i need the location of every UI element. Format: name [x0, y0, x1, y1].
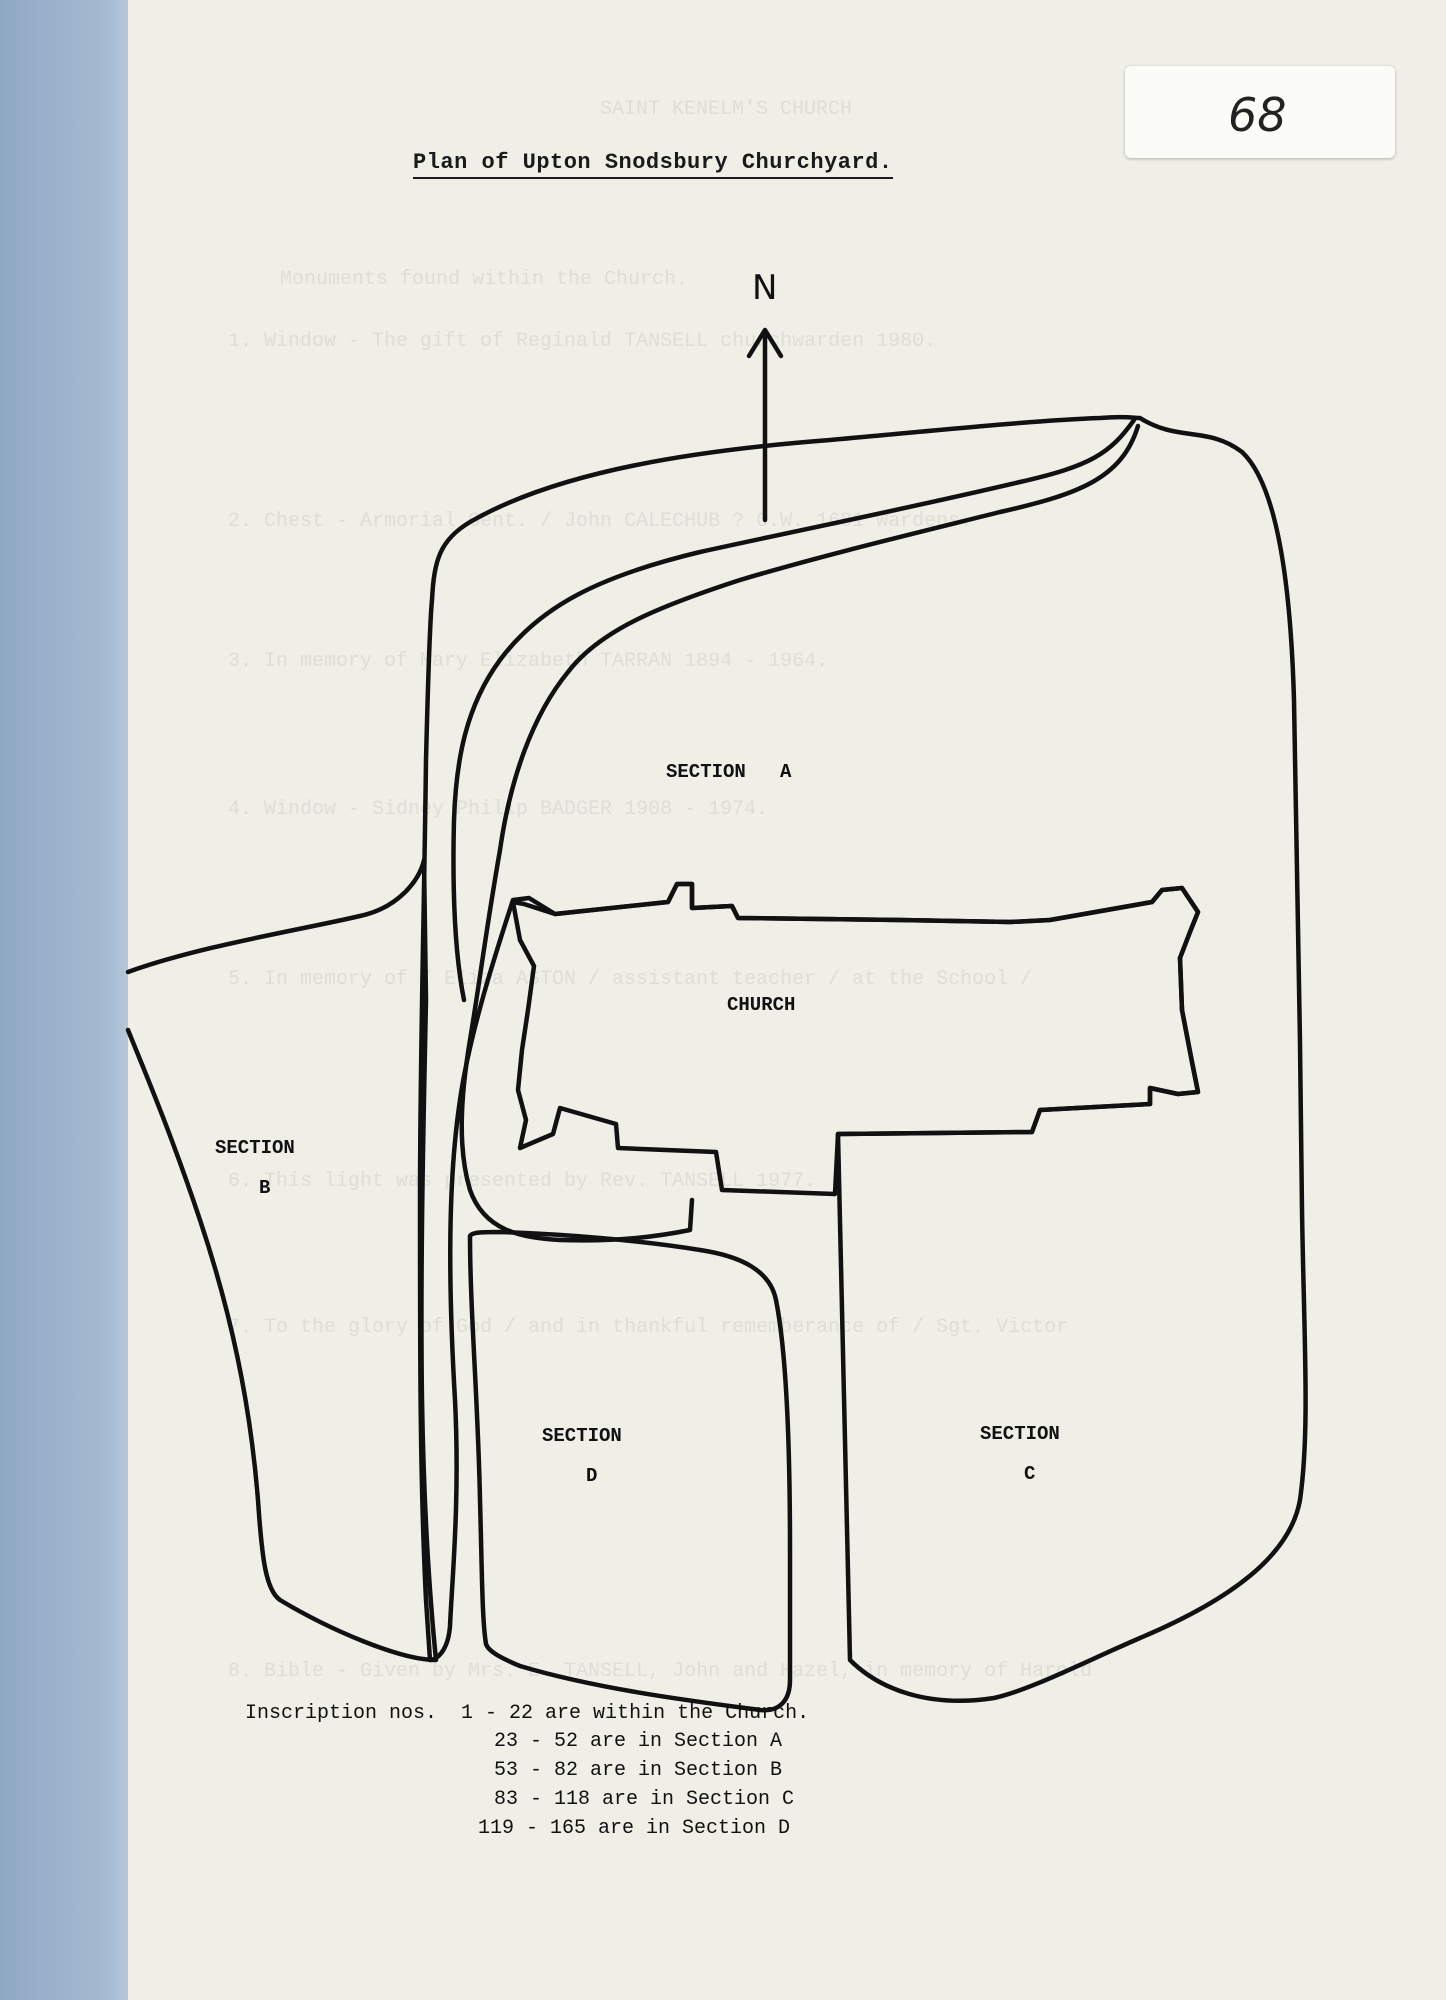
binding-strip	[0, 0, 128, 2000]
page-number: 68	[1228, 88, 1287, 142]
legend-line-5: 119 - 165 are in Section D	[478, 1817, 791, 1840]
section-c-label-line2: C	[1024, 1463, 1036, 1485]
legend-line-1: Inscription nos. 1 - 22 are within the C…	[245, 1702, 810, 1725]
north-arrow-icon	[746, 327, 784, 523]
page-title: Plan of Upton Snodsbury Churchyard.	[413, 150, 893, 179]
show-through-text: SAINT KENELM'S CHURCH	[600, 98, 853, 121]
show-through-text: 8. Bible - Given by Mrs. E. TANSELL, Joh…	[228, 1660, 1093, 1683]
section-d-boundary	[467, 1229, 793, 1713]
show-through-text: 5. In memory of / Eliza ASTON / assistan…	[228, 968, 1033, 991]
north-label: N	[752, 268, 778, 308]
show-through-text: 4. Window - Sidney Philip BADGER 1908 - …	[228, 798, 769, 821]
path-outer-edge	[451, 417, 1137, 1003]
show-through-text: 7. To the glory of God / and in thankful…	[228, 1316, 1069, 1339]
section-b-label: SECTION B	[215, 1128, 295, 1208]
show-through-text: 3. In memory of Mary Elizabeth TARRAN 18…	[228, 650, 829, 673]
section-b-label-line1: SECTION	[215, 1137, 295, 1159]
section-b-label-line2: B	[259, 1177, 271, 1199]
section-a-label-line1: SECTION	[666, 761, 746, 783]
legend-line-2: 23 - 52 are in Section A	[494, 1730, 783, 1753]
show-through-text: 2. Chest - Armorial Gent. / John CALECHU…	[228, 510, 973, 533]
paper-sheet	[128, 0, 1446, 2000]
section-c-label: SECTION C	[980, 1414, 1060, 1494]
show-through-text: 6. This light was presented by Rev. TANS…	[228, 1170, 817, 1193]
section-a-label-line2: A	[780, 761, 792, 783]
section-b-boundary	[125, 857, 439, 1663]
show-through-text: Monuments found within the Church.	[280, 268, 689, 291]
section-a-label: SECTION A	[666, 761, 791, 783]
page-number-tab	[1125, 66, 1395, 158]
section-c-label-line1: SECTION	[980, 1423, 1060, 1445]
section-d-label-line1: SECTION	[542, 1425, 622, 1447]
church-label: CHURCH	[727, 994, 796, 1016]
church-outline	[510, 881, 1201, 1197]
legend-line-4: 83 - 118 are in Section C	[494, 1788, 795, 1811]
section-a-c-boundary	[417, 414, 1308, 1703]
legend-line-3: 53 - 82 are in Section B	[494, 1759, 783, 1782]
section-d-label-line2: D	[586, 1465, 598, 1487]
section-d-label: SECTION D	[542, 1416, 622, 1496]
